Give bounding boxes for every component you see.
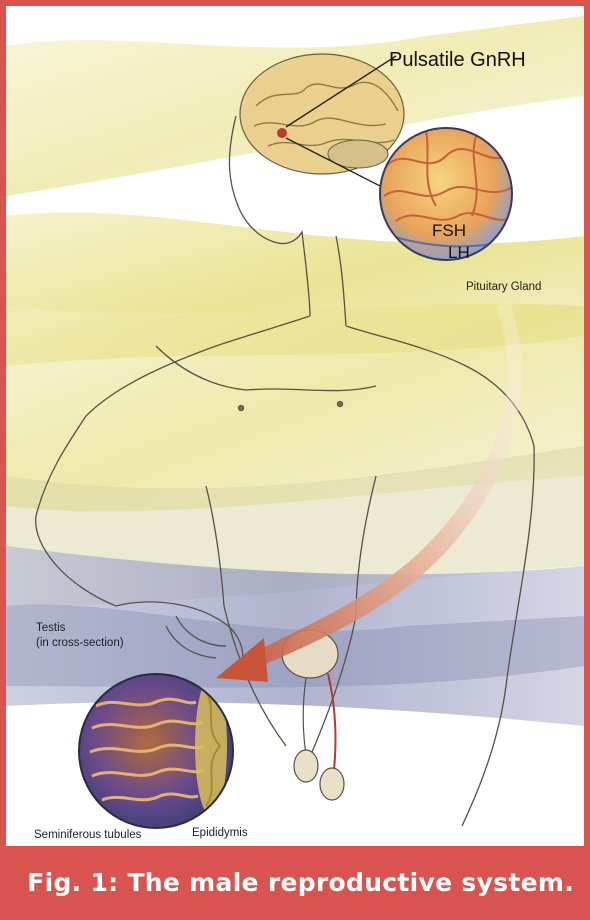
illustration-canvas: Pulsatile GnRH FSH LH Pituitary Gland Te… <box>6 6 584 846</box>
pituitary-label: Pituitary Gland <box>466 281 541 293</box>
fsh-label: FSH <box>432 221 466 240</box>
testis-inset <box>79 674 233 828</box>
epididymis-label: Epididymis <box>192 827 248 839</box>
pituitary-marker <box>277 128 287 138</box>
illustration-svg: Pulsatile GnRH FSH LH Pituitary Gland Te… <box>6 6 584 846</box>
genitals-illustration <box>282 630 344 800</box>
gnrh-label: Pulsatile GnRH <box>389 49 526 71</box>
testis-sublabel: (in cross-section) <box>36 637 124 649</box>
pituitary-inset <box>380 128 512 260</box>
caption-bar: Fig. 1: The male reproductive system. <box>0 846 590 920</box>
figure-caption: Fig. 1: The male reproductive system. <box>27 868 574 897</box>
lh-label: LH <box>448 243 470 262</box>
testis-label: Testis <box>36 622 66 634</box>
tubules-label: Seminiferous tubules <box>34 829 142 841</box>
